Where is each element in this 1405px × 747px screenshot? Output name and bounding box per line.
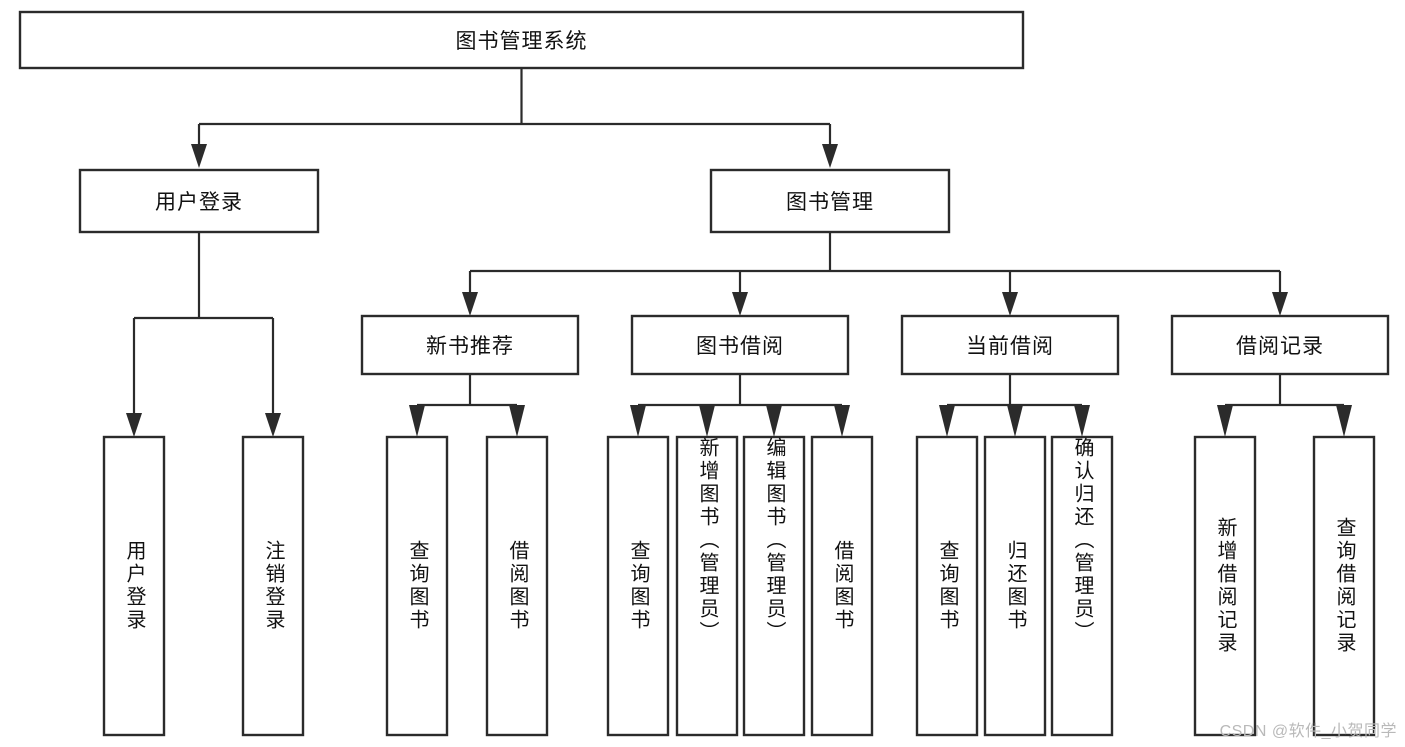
arrow-head-book-manage — [822, 144, 838, 168]
arrow-head-leaf-user-logout — [265, 413, 281, 437]
edge-group-book-manage — [462, 232, 1288, 316]
csdn-watermark: CSDN @软件_小贺同学 — [1219, 723, 1397, 740]
node-leaf-cb-return-book[interactable] — [983, 435, 1047, 737]
node-new-book-rec[interactable] — [360, 314, 580, 376]
node-leaf-user-login[interactable] — [102, 435, 166, 737]
node-leaf-rec-borrow-book[interactable] — [485, 435, 549, 737]
node-leaf-bb-add-book[interactable] — [675, 435, 739, 737]
arrow-head-leaf-bb-borrow-book — [834, 405, 850, 437]
node-leaf-br-add-record[interactable] — [1193, 435, 1257, 737]
arrow-head-leaf-bb-edit-book — [766, 405, 782, 437]
arrow-head-current-borrow — [1002, 292, 1018, 316]
edge-group-book-borrow — [630, 374, 850, 437]
arrow-head-leaf-cb-query-book — [939, 405, 955, 437]
node-leaf-bb-query-book[interactable] — [606, 435, 670, 737]
node-root[interactable] — [18, 10, 1025, 70]
node-book-manage[interactable] — [709, 168, 951, 234]
edge-group-root — [191, 68, 838, 168]
node-leaf-cb-query-book[interactable] — [915, 435, 979, 737]
arrow-head-leaf-cb-confirm-return — [1074, 405, 1090, 437]
node-leaf-cb-confirm-return[interactable] — [1050, 435, 1114, 737]
edge-group-borrow-record — [1217, 374, 1352, 437]
edge-group-user-login — [126, 232, 281, 437]
node-leaf-user-logout[interactable] — [241, 435, 305, 737]
node-borrow-record[interactable] — [1170, 314, 1390, 376]
node-leaf-rec-query-book[interactable] — [385, 435, 449, 737]
arrow-head-leaf-rec-query-book — [409, 405, 425, 437]
edge-group-new-book-rec — [409, 374, 525, 437]
arrow-head-leaf-bb-query-book — [630, 405, 646, 437]
node-user-login[interactable] — [78, 168, 320, 234]
arrow-head-leaf-user-login — [126, 413, 142, 437]
arrow-head-leaf-br-add-record — [1217, 405, 1233, 437]
arrow-head-new-book-rec — [462, 292, 478, 316]
node-leaf-br-query-record[interactable] — [1312, 435, 1376, 737]
node-leaf-bb-edit-book[interactable] — [742, 435, 806, 737]
edge-group-current-borrow — [939, 374, 1090, 437]
arrow-head-user-login — [191, 144, 207, 168]
arrow-head-leaf-rec-borrow-book — [509, 405, 525, 437]
node-book-borrow[interactable] — [630, 314, 850, 376]
node-leaf-bb-borrow-book[interactable] — [810, 435, 874, 737]
node-current-borrow[interactable] — [900, 314, 1120, 376]
arrow-head-borrow-record — [1272, 292, 1288, 316]
arrow-head-leaf-br-query-record — [1336, 405, 1352, 437]
arrow-head-leaf-cb-return-book — [1007, 405, 1023, 437]
arrow-head-leaf-bb-add-book — [699, 405, 715, 437]
arrow-head-book-borrow — [732, 292, 748, 316]
